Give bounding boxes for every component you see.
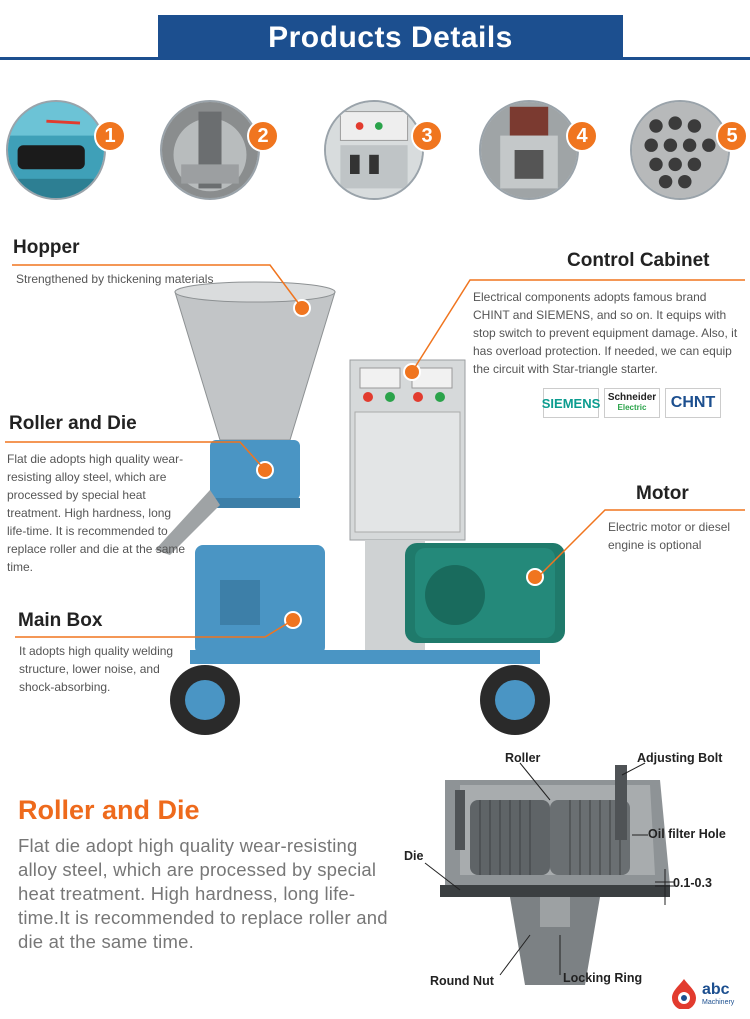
thumbnail-5[interactable] <box>630 100 730 200</box>
flat-die-photo-icon <box>632 102 728 198</box>
motor-desc: Electric motor or diesel engine is optio… <box>608 520 731 552</box>
thumbnail-number-4: 4 <box>566 120 598 152</box>
diagram-label-oil-filter-hole: Oil filter Hole <box>648 827 726 841</box>
roller-die-title: Roller and Die <box>9 413 137 434</box>
thumbnail-4[interactable] <box>479 100 579 200</box>
roller-detail-photo-icon <box>162 102 258 198</box>
main-box-title: Main Box <box>18 610 103 631</box>
logo-name: abc <box>702 981 730 998</box>
hopper-desc: Strengthened by thickening materials <box>16 272 214 286</box>
control-cabinet-desc: Electrical components adopts famous bran… <box>473 290 738 376</box>
section-desc-roller-die: Flat die adopt high quality wear-resisti… <box>18 835 388 952</box>
thumbnail-number-5: 5 <box>716 120 748 152</box>
diagram-label-adjusting-bolt: Adjusting Bolt <box>637 751 723 765</box>
diagram-label-roller: Roller <box>505 751 541 765</box>
roller-die-desc: Flat die adopts high quality wear-resist… <box>7 452 186 574</box>
abc-machinery-logo-icon <box>672 979 696 1009</box>
control-panel-photo-icon <box>326 102 422 198</box>
diagram-label-round-nut: Round Nut <box>430 974 494 988</box>
pellet-machine-illustration <box>155 281 565 735</box>
diagram-label-gap: 0.1-0.3 <box>673 876 712 890</box>
main-box-desc: It adopts high quality welding structure… <box>19 644 174 694</box>
die-chamber-photo-icon <box>481 102 577 198</box>
logo-subtitle: Machinery <box>702 999 735 1006</box>
callout-lines <box>5 264 745 638</box>
section-title-roller-die: Roller and Die <box>18 795 200 825</box>
thumbnail-number-1: 1 <box>94 120 126 152</box>
hopper-title: Hopper <box>13 237 80 258</box>
diagram-label-locking-ring: Locking Ring <box>563 971 643 985</box>
thumbnail-number-2: 2 <box>247 120 279 152</box>
schneider-logo-sub: Electric <box>617 403 647 412</box>
thumbnail-number-3: 3 <box>411 120 443 152</box>
siemens-logo: SIEMENS <box>542 388 600 418</box>
thumbnail-2[interactable] <box>160 100 260 200</box>
control-cabinet-title: Control Cabinet <box>567 250 710 271</box>
page-title: Products Details <box>158 15 623 60</box>
schneider-logo: Schneider Electric <box>604 388 660 418</box>
chint-logo: CHNT <box>665 388 721 418</box>
roller-die-diagram <box>424 762 675 985</box>
motor-title: Motor <box>636 483 689 504</box>
thumbnail-3[interactable] <box>324 100 424 200</box>
diagram-label-die: Die <box>404 849 424 863</box>
schneider-logo-name: Schneider <box>607 392 657 403</box>
